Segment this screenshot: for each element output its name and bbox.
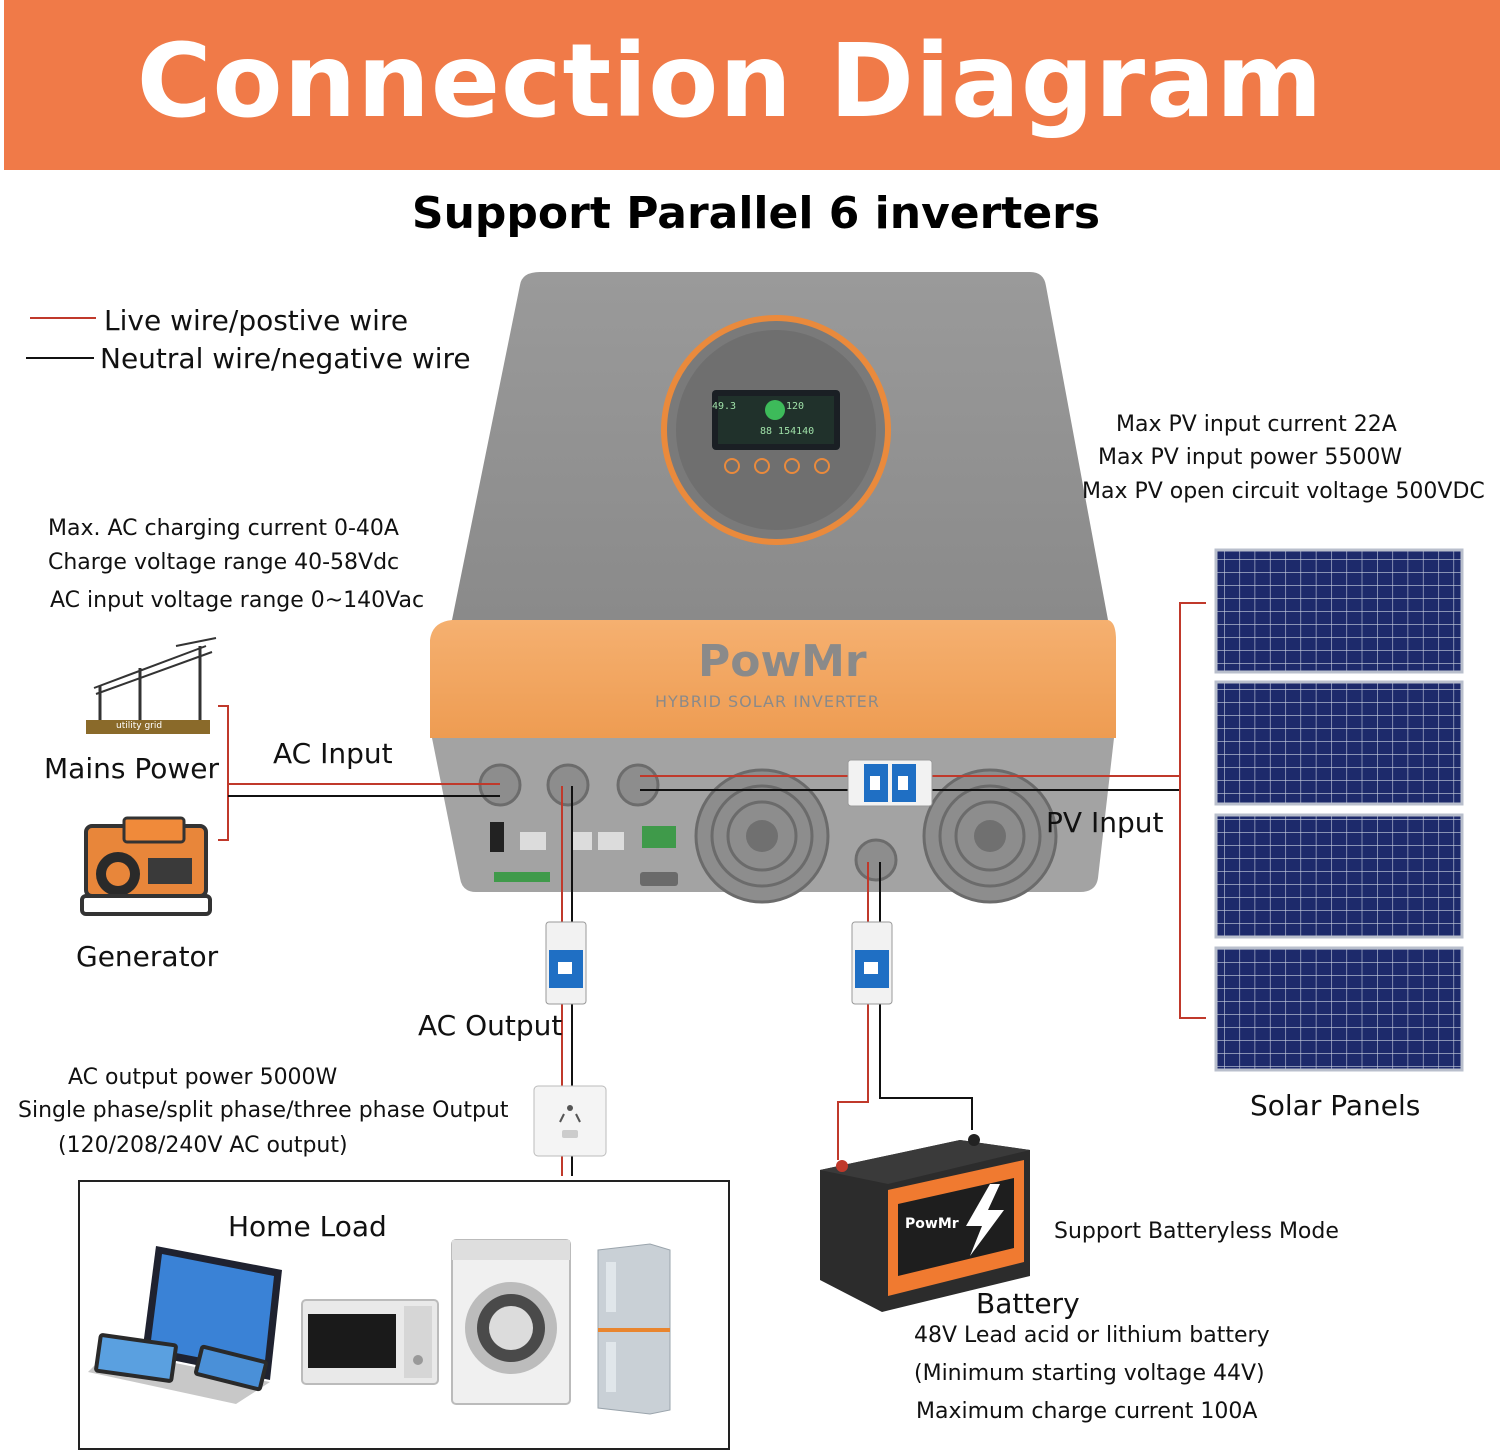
utility-grid-label: utility grid bbox=[116, 721, 163, 731]
laptop-icon bbox=[88, 1246, 282, 1404]
solar-panel-icon bbox=[1214, 548, 1464, 674]
home-load-box bbox=[78, 1180, 730, 1450]
ac-output-label: AC Output bbox=[418, 1009, 563, 1042]
battery-brand: PowMr bbox=[905, 1216, 959, 1232]
lcd-value-2: 120 bbox=[786, 401, 805, 412]
mains-power-label: Mains Power bbox=[44, 752, 219, 785]
ac-input-label: AC Input bbox=[273, 737, 393, 770]
solar-panel-icon bbox=[1214, 680, 1464, 806]
fridge-icon bbox=[597, 1243, 671, 1415]
lcd-value-3: 88 154140 bbox=[760, 426, 815, 437]
pv-input-label: PV Input bbox=[1046, 806, 1164, 839]
pv-spec-voltage: Max PV open circuit voltage 500VDC bbox=[1082, 479, 1485, 504]
solar-panel-icon bbox=[1214, 813, 1464, 939]
pv-spec-current: Max PV input current 22A bbox=[1116, 412, 1397, 437]
battery-spec-min-voltage: (Minimum starting voltage 44V) bbox=[914, 1361, 1265, 1386]
header-banner bbox=[4, 0, 1500, 170]
ac-output-spec-voltage: (120/208/240V AC output) bbox=[58, 1133, 348, 1158]
battery-spec-type: 48V Lead acid or lithium battery bbox=[914, 1323, 1270, 1348]
breaker-icon bbox=[545, 921, 587, 1005]
generator-label: Generator bbox=[76, 940, 219, 973]
home-load-label: Home Load bbox=[228, 1210, 387, 1243]
ac-input-wires bbox=[218, 705, 500, 841]
page-subtitle: Support Parallel 6 inverters bbox=[411, 188, 1101, 239]
utility-pole-icon bbox=[86, 637, 217, 734]
legend-neutral-label: Neutral wire/negative wire bbox=[100, 342, 471, 375]
washer-icon bbox=[451, 1239, 571, 1405]
breaker-icon bbox=[847, 759, 933, 807]
inverter-model: HYBRID SOLAR INVERTER bbox=[655, 692, 880, 711]
microwave-icon bbox=[301, 1299, 439, 1385]
battery-icon bbox=[820, 1134, 1030, 1312]
socket-icon bbox=[533, 1085, 607, 1157]
lcd-value-1: 49.3 bbox=[712, 401, 737, 412]
inverter-brand: PowMr bbox=[698, 636, 867, 687]
ac-spec-charging-current: Max. AC charging current 0-40A bbox=[48, 516, 399, 541]
page-title: Connection Diagram bbox=[136, 22, 1324, 141]
legend-live-label: Live wire/postive wire bbox=[104, 304, 409, 337]
battery-label: Battery bbox=[976, 1287, 1080, 1320]
batteryless-label: Support Batteryless Mode bbox=[1054, 1219, 1339, 1244]
battery-spec-charge-current: Maximum charge current 100A bbox=[916, 1399, 1258, 1424]
breaker-icon bbox=[851, 921, 893, 1005]
solar-panels-label: Solar Panels bbox=[1250, 1089, 1421, 1122]
ac-spec-charge-voltage: Charge voltage range 40-58Vdc bbox=[48, 550, 400, 575]
ac-output-spec-phase: Single phase/split phase/three phase Out… bbox=[18, 1098, 509, 1123]
battery-wires bbox=[837, 862, 973, 1160]
generator-icon bbox=[80, 816, 212, 916]
inverter-icon bbox=[430, 272, 1116, 904]
ac-spec-input-voltage: AC input voltage range 0~140Vac bbox=[50, 588, 425, 613]
pv-spec-power: Max PV input power 5500W bbox=[1098, 445, 1403, 470]
solar-panel-icon bbox=[1214, 946, 1464, 1072]
ac-output-spec-power: AC output power 5000W bbox=[68, 1065, 338, 1090]
